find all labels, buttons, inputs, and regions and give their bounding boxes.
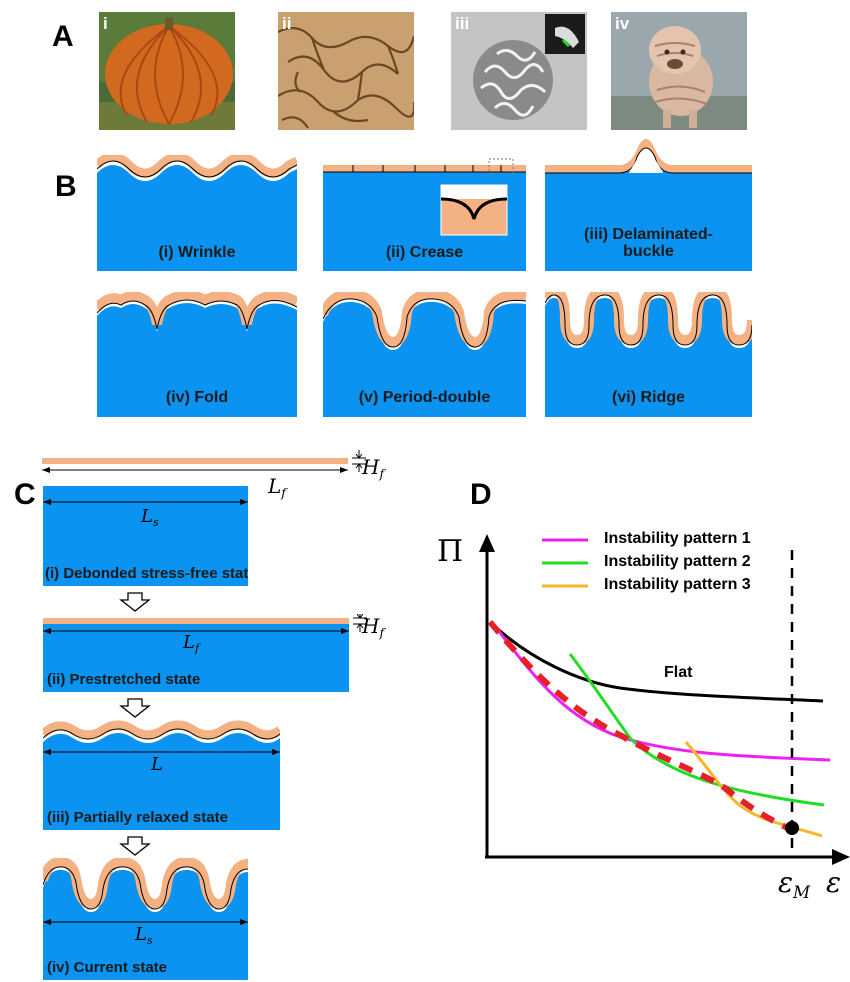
photo-tag-i: i [103, 14, 108, 33]
delaminated-buckle-text: (iii) Delaminated- buckle [584, 226, 713, 260]
fold-shape [97, 292, 297, 417]
process-arrow-2 [119, 698, 151, 718]
partially-relaxed-block: L (iii) Partially relaxed state [43, 720, 280, 830]
prestretched-thickness-sub: f [379, 625, 385, 641]
fold-tissue-photo: ii [278, 12, 414, 130]
epsilon-m-label: εM [778, 866, 811, 902]
crease-block: (ii) Crease [323, 155, 526, 271]
wrinkle-shape [97, 155, 297, 271]
substrate-length-L: L [141, 506, 153, 527]
film-thickness-H: H [362, 455, 380, 479]
photo-tag-iii: iii [455, 14, 470, 33]
pumpkin-photo: i [99, 12, 235, 130]
delaminated-buckle-label: (iii) Delaminated- buckle [545, 226, 752, 261]
film-thickness-sub: f [379, 466, 385, 482]
relaxed-length-symbol: L [151, 754, 163, 775]
film-length-L: L [268, 474, 282, 498]
sem-image [451, 12, 587, 130]
epsilon-m-symbol: ε [778, 866, 794, 899]
sharpei-image [611, 12, 747, 130]
film-length-sub: f [281, 485, 286, 501]
pumpkin-image [99, 12, 235, 130]
current-state-label: (iv) Current state [47, 959, 168, 976]
partially-relaxed-label: (iii) Partially relaxed state [47, 809, 228, 826]
free-film-diagram [42, 450, 366, 473]
photo-tag-ii: ii [282, 14, 292, 33]
substrate-length-sub: s [152, 515, 159, 529]
process-arrow-1 [119, 592, 151, 612]
current-state-block: Ls (iv) Current state [43, 858, 248, 980]
wrinkle-label: (i) Wrinkle [158, 244, 236, 261]
flat-curve [488, 620, 824, 703]
current-state-point [785, 821, 799, 835]
epsilon-m-subscript: M [793, 881, 811, 902]
partially-relaxed-shape [43, 720, 280, 830]
prestretched-thickness-H: H [362, 614, 380, 638]
film-thickness-symbol: Hf [362, 455, 385, 482]
panel-d-letter: D [470, 478, 492, 511]
ridge-shape [545, 292, 752, 417]
delaminated-buckle-shape [545, 139, 752, 271]
fold-block: (iv) Fold [97, 292, 297, 417]
flat-curve-label: Flat [664, 664, 693, 681]
strain-axis-symbol: ε [826, 866, 842, 899]
ridge-label: (vi) Ridge [612, 389, 685, 406]
prestretched-film [43, 614, 367, 632]
current-length-L: L [135, 924, 147, 945]
period-double-block: (v) Period-double [323, 292, 526, 417]
prestretched-block: Lf (ii) Prestretched state [43, 624, 349, 692]
prestretched-thickness-symbol: Hf [362, 614, 385, 641]
sharpei-photo: iv [611, 12, 747, 130]
ridge-block: (vi) Ridge [545, 292, 752, 417]
film-length-symbol: Lf [268, 474, 286, 501]
x-axis-arrowhead [832, 849, 850, 865]
energy-plot [479, 534, 850, 865]
prestretched-label: (ii) Prestretched state [47, 671, 201, 688]
sem-photo: iii [451, 12, 587, 130]
wrinkle-block: (i) Wrinkle [97, 155, 297, 271]
stress-free-label: (i) Debonded stress-free state [45, 565, 248, 582]
prestretched-length-L: L [183, 632, 195, 653]
stress-free-block: Ls (i) Debonded stress-free state [43, 486, 248, 586]
current-length-symbol: Ls [135, 924, 153, 947]
prestretched-length-symbol: Lf [183, 632, 200, 655]
y-axis-arrowhead [479, 534, 495, 552]
energy-axis-symbol: Π [437, 534, 464, 569]
period-double-label: (v) Period-double [358, 389, 491, 406]
panel-b-letter: B [55, 170, 77, 203]
pattern-1-curve [496, 629, 831, 762]
delaminated-buckle-block: (iii) Delaminated- buckle [545, 135, 752, 271]
crease-label: (ii) Crease [385, 244, 464, 261]
fold-label: (iv) Fold [165, 389, 229, 406]
prestretched-arrow [43, 628, 349, 634]
current-state-shape [43, 858, 248, 980]
period-double-shape [323, 292, 526, 417]
process-arrow-3 [119, 836, 151, 856]
legend-pattern-3: Instability pattern 3 [604, 576, 751, 593]
crease-shape [323, 158, 526, 271]
legend-pattern-1: Instability pattern 1 [604, 530, 751, 547]
fold-tissue-image [278, 12, 414, 130]
panel-c-letter: C [14, 478, 36, 511]
stress-free-arrow [43, 499, 248, 505]
pattern-2-curve [568, 653, 825, 807]
current-length-sub: s [146, 933, 153, 947]
panel-a-letter: A [52, 20, 74, 53]
minimum-energy-envelope [487, 620, 794, 833]
prestretched-length-sub: f [194, 641, 200, 655]
substrate-length-symbol: Ls [141, 506, 159, 529]
photo-tag-iv: iv [615, 14, 630, 33]
legend-pattern-2: Instability pattern 2 [604, 553, 751, 570]
